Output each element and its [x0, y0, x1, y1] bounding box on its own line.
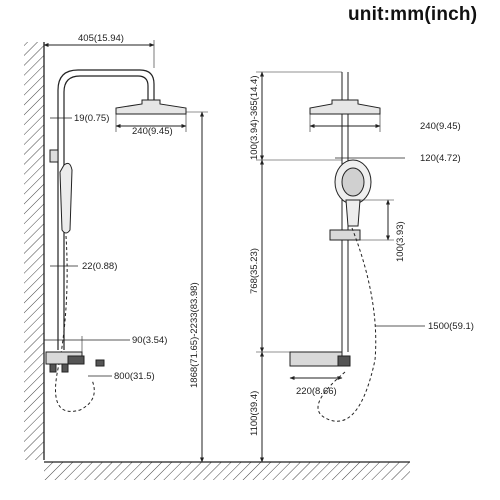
side-knob-a: [49, 363, 57, 373]
front-hand-shower-handle: [345, 199, 361, 227]
label-bracket-gap: 100(3.93): [395, 221, 406, 262]
label-total-height: 1868(71.65)-2233(83.98): [189, 282, 200, 388]
label-hose-length: 1500(59.1): [428, 321, 474, 332]
side-spout: [67, 355, 85, 365]
front-overhead-shower: [309, 99, 381, 115]
label-pipe-diameter: 19(0.75): [74, 113, 109, 124]
side-knob-c: [95, 359, 105, 367]
label-handset-width: 120(4.72): [420, 153, 461, 164]
side-knob-b: [61, 363, 69, 373]
overhead-shower: [115, 99, 187, 115]
wall-hatch: [24, 42, 44, 460]
slide-bracket: [49, 149, 59, 163]
front-mixer-valve: [337, 355, 351, 367]
label-front-head-width: 240(9.45): [420, 121, 461, 132]
side-hose: [55, 235, 95, 412]
unit-title: unit:mm(inch): [348, 4, 478, 25]
label-floor-height: 1100(39.4): [249, 391, 260, 436]
floor-hatch: [44, 462, 410, 480]
label-mixer-depth: 90(3.54): [132, 335, 167, 346]
label-hose-drop: 800(31.5): [114, 371, 155, 382]
front-slider: [329, 229, 361, 241]
side-view: [24, 40, 410, 480]
label-side-head-width: 240(9.45): [132, 126, 173, 137]
label-rail-length: 768(35.23): [249, 248, 260, 294]
label-slide-bar: 22(0.88): [82, 261, 117, 272]
label-top-arm: 405(15.94): [78, 33, 124, 44]
label-spout-length: 220(8.66): [296, 386, 337, 397]
hand-shower: [59, 162, 73, 234]
front-spout: [289, 351, 343, 367]
front-hose: [317, 227, 377, 422]
riser-pipe: [57, 69, 155, 350]
front-view: [256, 71, 425, 463]
label-head-drop: 100(3.94)-365(14.4): [249, 76, 260, 161]
